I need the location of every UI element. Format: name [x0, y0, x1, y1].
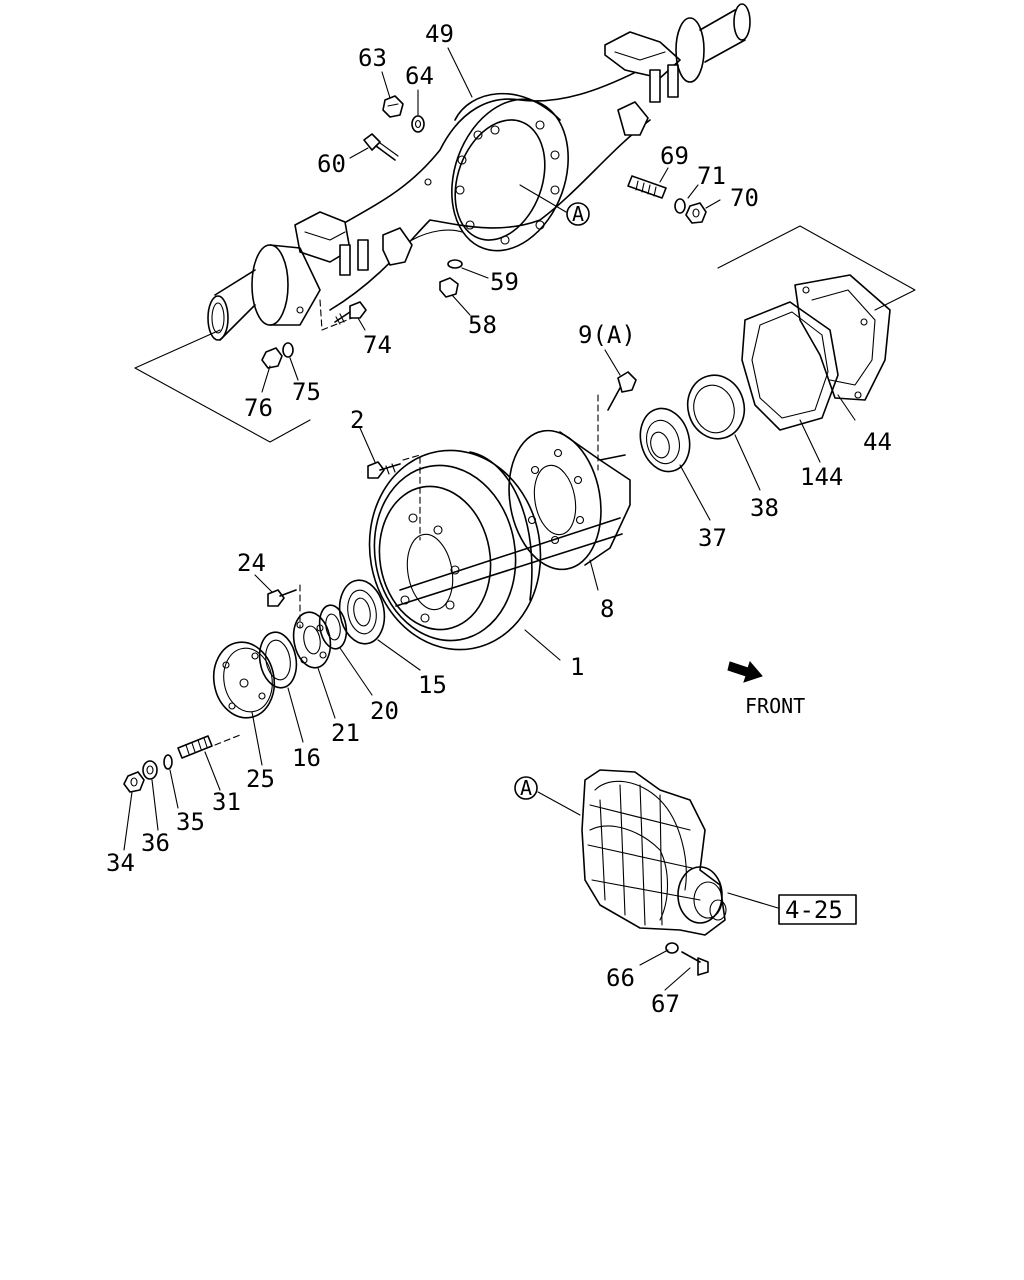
label-75: 75	[292, 378, 321, 406]
callout-labels: 49 63 64 60 69 71 70 A 59 58 74 76 75 9(…	[106, 20, 892, 1018]
front-arrow-icon	[727, 661, 763, 683]
washer-75	[282, 342, 294, 358]
label-20: 20	[370, 697, 399, 725]
brake-drum-1	[368, 449, 542, 651]
front-label: FRONT	[745, 694, 805, 718]
label-a-carrier: A	[520, 776, 532, 800]
label-76: 76	[244, 394, 273, 422]
label-34: 34	[106, 849, 135, 877]
nut-34	[123, 771, 145, 793]
washer-66	[665, 942, 679, 954]
label-2: 2	[350, 406, 364, 434]
dashed-leader-31	[214, 734, 241, 746]
dashed-leader-1	[319, 299, 353, 331]
label-59: 59	[490, 268, 519, 296]
label-60: 60	[317, 150, 346, 178]
hub-8	[508, 429, 631, 571]
shaft	[395, 517, 623, 607]
label-25: 25	[246, 765, 275, 793]
label-a-housing: A	[572, 202, 584, 226]
stud-69	[627, 175, 667, 199]
label-1: 1	[570, 653, 584, 681]
bolt-67	[681, 951, 709, 976]
washer-35	[163, 754, 173, 770]
bolt-24	[267, 589, 297, 607]
bolt-2	[367, 461, 401, 479]
axle-housing	[207, 3, 751, 341]
flange-25	[212, 641, 276, 719]
ring-20	[318, 604, 348, 650]
washer-64	[411, 115, 425, 133]
label-24: 24	[237, 549, 266, 577]
label-8: 8	[600, 595, 614, 623]
plug-58	[439, 277, 459, 298]
label-31: 31	[212, 788, 241, 816]
callout-circle-a-housing	[566, 202, 590, 226]
bolt-60	[363, 133, 399, 161]
label-67: 67	[651, 990, 680, 1018]
label-15: 15	[418, 671, 447, 699]
label-64: 64	[405, 62, 434, 90]
plate-21	[292, 611, 332, 669]
washer-71	[674, 198, 686, 214]
label-69: 69	[660, 142, 689, 170]
label-144: 144	[800, 463, 843, 491]
label-74: 74	[363, 331, 392, 359]
bearing-37	[639, 407, 691, 473]
washer-59	[447, 259, 463, 269]
differential-carrier	[581, 769, 727, 936]
bolt-63	[382, 95, 404, 118]
seal-38	[686, 374, 746, 440]
bolt-74	[334, 301, 367, 325]
housing-outline-box	[134, 225, 916, 443]
label-71: 71	[697, 162, 726, 190]
label-35: 35	[176, 808, 205, 836]
stud-31	[177, 735, 213, 759]
label-49: 49	[425, 20, 454, 48]
nut-70	[685, 202, 707, 224]
label-63: 63	[358, 44, 387, 72]
dashed-leader-2	[402, 454, 421, 541]
reference-box-label: 4-25	[785, 896, 843, 924]
label-44: 44	[863, 428, 892, 456]
bearing-15	[338, 579, 386, 645]
bolt-9	[607, 371, 637, 411]
label-37: 37	[698, 524, 727, 552]
label-70: 70	[730, 184, 759, 212]
callout-circle-a-carrier	[514, 776, 538, 800]
leader-lines	[123, 47, 856, 991]
label-9a: 9(A)	[578, 321, 636, 349]
reference-box[interactable]	[778, 894, 857, 925]
label-66: 66	[606, 964, 635, 992]
nut-76	[261, 347, 283, 369]
washer-36	[142, 760, 158, 780]
gasket-144	[741, 301, 839, 431]
label-58: 58	[468, 311, 497, 339]
cover-44	[794, 274, 891, 401]
label-36: 36	[141, 829, 170, 857]
label-21: 21	[331, 719, 360, 747]
label-38: 38	[750, 494, 779, 522]
label-16: 16	[292, 744, 321, 772]
